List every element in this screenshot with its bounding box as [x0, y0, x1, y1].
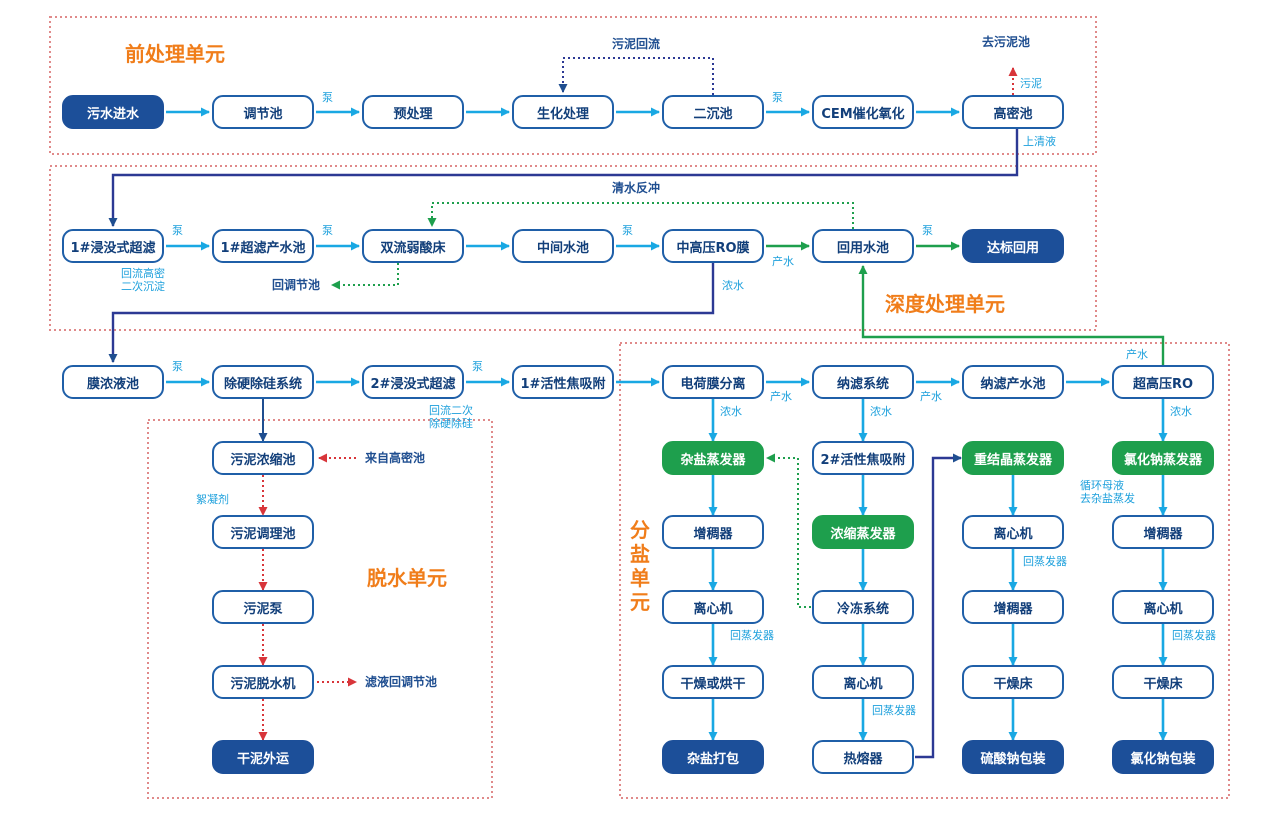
node-uf2[interactable]: 2#浸没式超滤: [362, 365, 464, 399]
node-biochemical[interactable]: 生化处理: [512, 95, 614, 129]
node-cem-oxidation[interactable]: CEM催化氧化: [812, 95, 914, 129]
node-pretreatment[interactable]: 预处理: [362, 95, 464, 129]
edge-label-to-sludge-tank: 去污泥池: [982, 35, 1031, 49]
node-ed[interactable]: 电荷膜分离: [662, 365, 764, 399]
edge-label-back-to-evaporator: 回蒸发器: [730, 629, 774, 642]
unit-title-salt-separation: 分盐单元: [630, 518, 650, 614]
node-secondary-settling[interactable]: 二沉池: [662, 95, 764, 129]
node-ac1[interactable]: 1#活性焦吸附: [512, 365, 614, 399]
node-nacl-pack[interactable]: 氯化钠包装: [1112, 740, 1214, 774]
edge-label-back-to-evaporator: 回蒸发器: [1172, 629, 1216, 642]
node-centrifuge-c[interactable]: 离心机: [962, 515, 1064, 549]
node-sludge-conditioning[interactable]: 污泥调理池: [212, 515, 314, 549]
edge-label-concentrate: 浓水: [722, 279, 744, 292]
node-high-density-tank[interactable]: 高密池: [962, 95, 1064, 129]
node-nf[interactable]: 纳滤系统: [812, 365, 914, 399]
node-hot-melt[interactable]: 热熔器: [812, 740, 914, 774]
edge-label-mother-liquor-1: 循环母液: [1080, 479, 1124, 492]
node-recryst-evap[interactable]: 重结晶蒸发器: [962, 441, 1064, 475]
node-reuse-tank[interactable]: 回用水池: [812, 229, 914, 263]
edge-label-back-to-regulating: 回调节池: [272, 278, 321, 292]
edge-label-concentrate: 浓水: [870, 405, 892, 418]
edge-label-product-water: 产水: [920, 390, 942, 403]
node-mixed-salt-evap[interactable]: 杂盐蒸发器: [662, 441, 764, 475]
node-uf1[interactable]: 1#浸没式超滤: [62, 229, 164, 263]
unit-title-pretreatment: 前处理单元: [125, 42, 225, 66]
edge-label-pump: 泵: [622, 224, 633, 237]
node-mixed-salt-pack[interactable]: 杂盐打包: [662, 740, 764, 774]
edge-label-pump: 泵: [772, 91, 783, 104]
edge-label-sludge: 污泥: [1020, 77, 1042, 90]
node-nacl-evap[interactable]: 氯化钠蒸发器: [1112, 441, 1214, 475]
node-dry-bed-d[interactable]: 干燥床: [1112, 665, 1214, 699]
edge-label-pump: 泵: [322, 91, 333, 104]
node-uf1-product-tank[interactable]: 1#超滤产水池: [212, 229, 314, 263]
node-dry-sludge-out[interactable]: 干泥外运: [212, 740, 314, 774]
edge-label-pump: 泵: [172, 360, 183, 373]
node-nf-product-tank[interactable]: 纳滤产水池: [962, 365, 1064, 399]
edge-label-concentrate: 浓水: [1170, 405, 1192, 418]
node-sludge-thickener[interactable]: 污泥浓缩池: [212, 441, 314, 475]
node-conc-evap[interactable]: 浓缩蒸发器: [812, 515, 914, 549]
node-ac2[interactable]: 2#活性焦吸附: [812, 441, 914, 475]
frame-salt: [619, 342, 1230, 799]
node-uhp-ro[interactable]: 超高压RO: [1112, 365, 1214, 399]
edge-label-mother-liquor-2: 去杂盐蒸发: [1080, 492, 1135, 505]
edge-label-filtrate-back: 滤液回调节池: [365, 675, 438, 689]
node-mhp-ro[interactable]: 中高压RO膜: [662, 229, 764, 263]
edge-label-pump: 泵: [472, 360, 483, 373]
node-thickener-a[interactable]: 增稠器: [662, 515, 764, 549]
edge-label-flocculant: 絮凝剂: [196, 493, 229, 506]
edge-label-product-water: 产水: [772, 255, 794, 268]
node-centrifuge-b[interactable]: 离心机: [812, 665, 914, 699]
edge-label-from-hd-tank: 来自高密池: [365, 451, 426, 465]
frame-dewater: [147, 419, 493, 799]
node-freezing[interactable]: 冷冻系统: [812, 590, 914, 624]
node-membrane-conc-tank[interactable]: 膜浓液池: [62, 365, 164, 399]
edge-label-product-water: 产水: [770, 390, 792, 403]
edge-label-pump: 泵: [322, 224, 333, 237]
node-centrifuge-a[interactable]: 离心机: [662, 590, 764, 624]
frame-pre: [49, 16, 1097, 155]
unit-title-dewatering: 脱水单元: [367, 566, 447, 590]
node-intermediate-tank[interactable]: 中间水池: [512, 229, 614, 263]
edge-label-return-secondary-1: 回流二次: [429, 404, 473, 417]
edge-label-sludge-return: 污泥回流: [612, 37, 661, 51]
edge-label-clear-backwash: 清水反冲: [612, 181, 661, 195]
node-thickener-c[interactable]: 增稠器: [962, 590, 1064, 624]
node-regulating-tank[interactable]: 调节池: [212, 95, 314, 129]
unit-title-advanced-treatment: 深度处理单元: [885, 292, 1005, 316]
node-centrifuge-d[interactable]: 离心机: [1112, 590, 1214, 624]
node-dry-bed-c[interactable]: 干燥床: [962, 665, 1064, 699]
node-dual-flow-bed[interactable]: 双流弱酸床: [362, 229, 464, 263]
node-thickener-d[interactable]: 增稠器: [1112, 515, 1214, 549]
edge-label-pump: 泵: [172, 224, 183, 237]
edge-label-return-hd-1: 回流高密: [121, 267, 165, 280]
edge-label-return-hd-2: 二次沉淀: [121, 280, 165, 293]
node-sludge-pump[interactable]: 污泥泵: [212, 590, 314, 624]
node-dry-or-bake[interactable]: 干燥或烘干: [662, 665, 764, 699]
node-na2so4-pack[interactable]: 硫酸钠包装: [962, 740, 1064, 774]
node-sludge-dewater[interactable]: 污泥脱水机: [212, 665, 314, 699]
edge-label-supernatant: 上清液: [1023, 135, 1056, 148]
edge-label-return-secondary-2: 除硬除硅: [429, 417, 473, 430]
node-hardness-silica-removal[interactable]: 除硬除硅系统: [212, 365, 314, 399]
edge-label-product-water: 产水: [1126, 348, 1148, 361]
node-standard-reuse[interactable]: 达标回用: [962, 229, 1064, 263]
edge-label-pump: 泵: [922, 224, 933, 237]
node-wastewater-in[interactable]: 污水进水: [62, 95, 164, 129]
edge-label-back-to-evaporator: 回蒸发器: [1023, 555, 1067, 568]
edge-label-concentrate: 浓水: [720, 405, 742, 418]
edge-label-back-to-evaporator: 回蒸发器: [872, 704, 916, 717]
